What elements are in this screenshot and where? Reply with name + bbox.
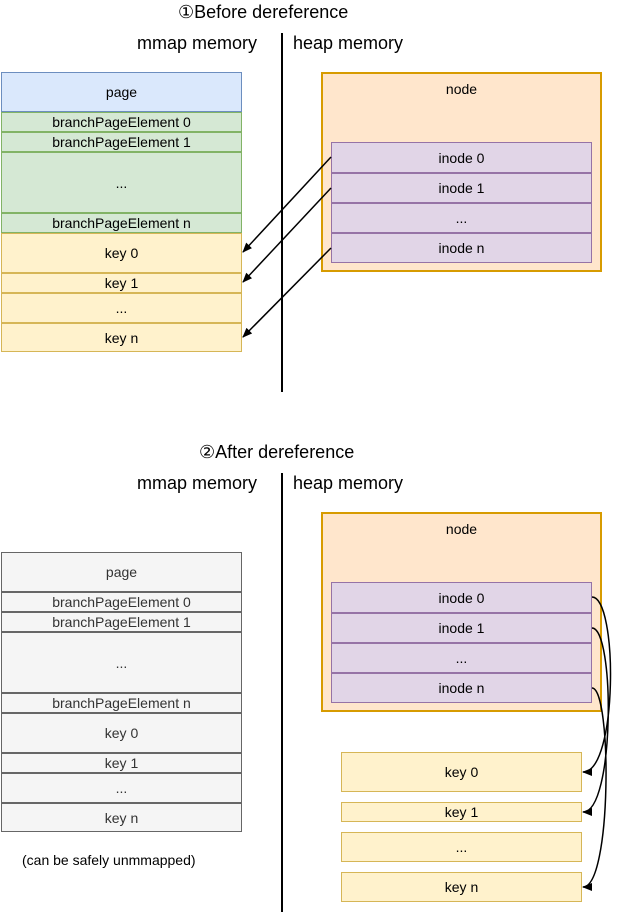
after-page-box: page [1, 552, 242, 592]
before-arrow-inode1-key1 [242, 187, 332, 283]
before-key-1: key 1 [1, 273, 242, 293]
after-branch-element-1: branchPageElement 1 [1, 612, 242, 632]
after-arrow-inoden-keyn [582, 687, 607, 891]
after-inode-1: inode 1 [331, 613, 592, 643]
before-page-box: page [1, 72, 242, 112]
after-key-ellipsis: ... [1, 773, 242, 803]
before-inode-1: inode 1 [331, 173, 592, 203]
after-heap-key-0: key 0 [341, 752, 582, 792]
after-arrow-inode0-key0 [582, 596, 612, 776]
before-inode-ellipsis: ... [331, 203, 592, 233]
before-title: ①Before dereference [178, 2, 349, 22]
before-arrow-inode0-key0 [242, 156, 332, 253]
before-key-0: key 0 [1, 233, 242, 273]
after-key-1: key 1 [1, 753, 242, 773]
before-branch-element-n: branchPageElement n [1, 213, 242, 233]
before-branch-element-ellipsis: ... [1, 152, 242, 213]
after-key-0: key 0 [1, 713, 242, 753]
before-key-ellipsis: ... [1, 293, 242, 323]
before-branch-element-1: branchPageElement 1 [1, 132, 242, 152]
after-inode-ellipsis: ... [331, 643, 592, 673]
after-branch-element-n: branchPageElement n [1, 693, 242, 713]
before-branch-element-0: branchPageElement 0 [1, 112, 242, 132]
after-heap-key-ellipsis: ... [341, 832, 582, 862]
before-inode-0: inode 0 [331, 142, 592, 173]
after-arrow-inode1-key1 [582, 627, 609, 816]
before-mmap-label: mmap memory [137, 33, 258, 53]
after-heap-key-n: key n [341, 872, 582, 902]
before-arrow-inoden-keyn [242, 247, 332, 338]
after-key-n: key n [1, 803, 242, 832]
after-inode-n: inode n [331, 673, 592, 703]
unmapped-caption: (can be safely unmmapped) [22, 852, 196, 868]
after-branch-element-0: branchPageElement 0 [1, 592, 242, 612]
before-inode-n: inode n [331, 233, 592, 263]
after-heap-label: heap memory [293, 473, 404, 493]
after-title: ②After dereference [199, 442, 355, 462]
after-mmap-label: mmap memory [137, 473, 258, 493]
before-key-n: key n [1, 323, 242, 352]
after-inode-0: inode 0 [331, 582, 592, 613]
before-heap-label: heap memory [293, 33, 404, 53]
after-heap-key-1: key 1 [341, 802, 582, 822]
after-branch-element-ellipsis: ... [1, 632, 242, 693]
